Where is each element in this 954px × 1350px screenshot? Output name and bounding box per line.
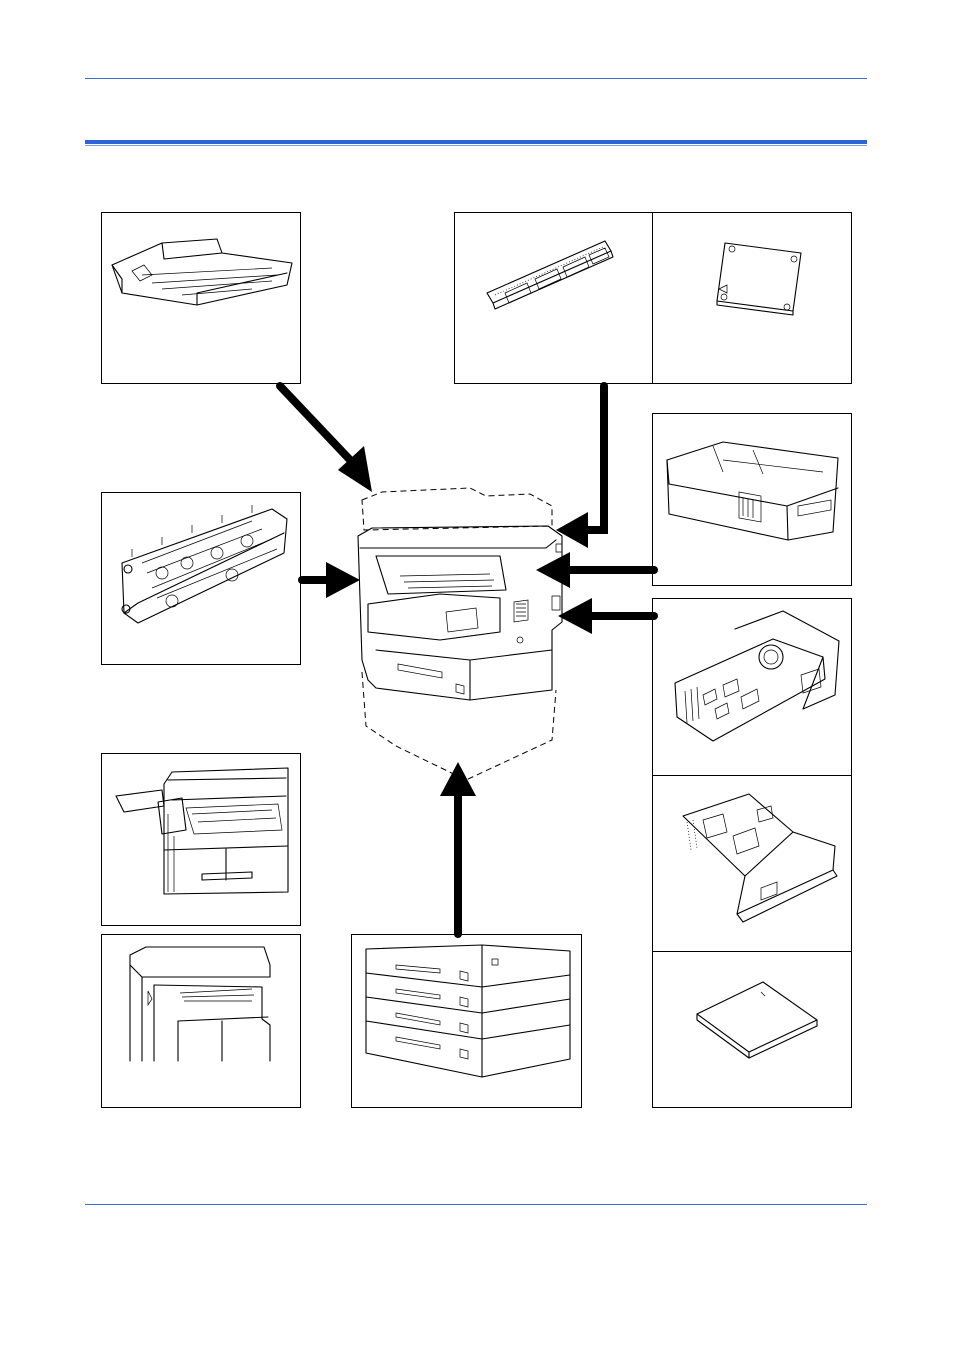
arrow-paper-feeder <box>440 762 476 938</box>
printer-kit-box <box>652 413 852 586</box>
paper-feeder-box <box>351 934 582 1108</box>
arrow-duplex-unit <box>298 562 360 598</box>
memory-module-box <box>454 212 654 384</box>
arrow-printer-kit <box>536 552 658 588</box>
duplex-unit-box <box>101 492 301 665</box>
finisher-box <box>101 753 301 926</box>
arrow-memory-module <box>556 382 608 548</box>
job-separator-box <box>101 934 301 1108</box>
document-processor-illustration <box>111 238 293 306</box>
arrow-document-processor <box>276 382 372 492</box>
header-rule <box>85 78 867 79</box>
finisher-illustration <box>115 767 289 895</box>
document-processor-outline <box>361 487 553 531</box>
document-processor-box <box>101 212 301 384</box>
compact-flash-card-illustration <box>696 981 818 1059</box>
hard-disk-box <box>652 212 852 384</box>
arrow-fax-kit <box>558 598 658 634</box>
footer-rule <box>85 1204 867 1205</box>
duplex-unit-illustration <box>121 505 288 624</box>
job-separator-illustration <box>129 946 271 1062</box>
section-title-rule-thin <box>85 145 867 146</box>
compact-flash-card-box <box>652 951 852 1108</box>
hard-disk-illustration <box>716 242 802 316</box>
network-interface-card-illustration <box>682 793 838 923</box>
fax-kit-box <box>652 598 852 776</box>
copier-body <box>357 525 563 701</box>
network-interface-card-box <box>652 775 852 952</box>
paper-feeder-illustration <box>365 944 571 1078</box>
memory-module-illustration <box>486 240 614 310</box>
printer-kit-illustration <box>666 441 839 541</box>
paper-feeder-outline <box>361 671 557 781</box>
fax-kit-illustration <box>674 610 840 742</box>
section-title-rule <box>85 140 867 144</box>
